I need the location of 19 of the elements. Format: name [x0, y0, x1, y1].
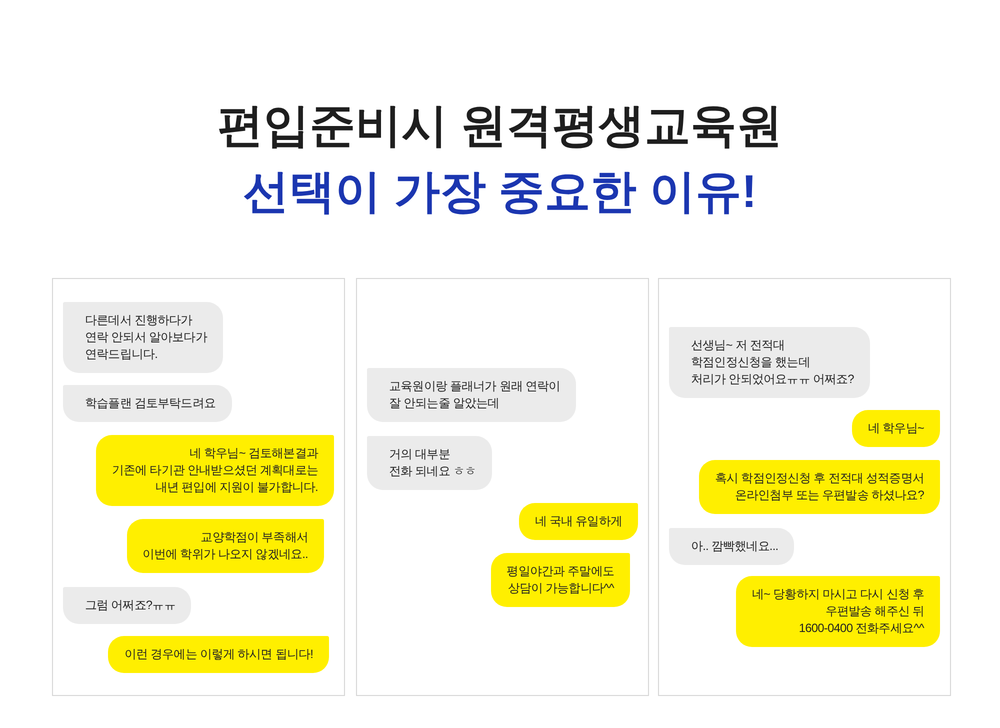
answer-bubble: 네 국내 유일하게 [518, 503, 638, 540]
question-bubble: 아.. 깜빡했네요... [669, 528, 794, 565]
chat-panel [658, 278, 951, 696]
answer-bubble: 네 학우님~ 검토해본결과 기존에 타기관 안내받으셨던 계획대로는 내년 편입에 지원이 불가합니다. [96, 435, 334, 506]
question-bubble: 거의 대부분 전화 되네요 ㅎㅎ [367, 436, 492, 490]
question-bubble: 교육원이랑 플래너가 원래 연락이 잘 안되는줄 알았는데 [367, 368, 576, 422]
answer-bubble: 혹시 학점인정신청 후 전적대 성적증명서 온라인첨부 또는 우편발송 하셨나요? [699, 460, 940, 514]
answer-bubble: 평일야간과 주말에도 상담이 가능합니다^^ [490, 553, 630, 607]
answer-bubble: 이런 경우에는 이렇게 하시면 됩니다! [108, 636, 329, 673]
question-bubble: 학습플랜 검토부탁드려요 [63, 385, 232, 422]
question-bubble: 그럼 어쩌죠?ㅠㅠ [63, 587, 192, 624]
answer-bubble: 네 학우님~ [852, 410, 940, 447]
chat-panel [356, 278, 649, 696]
headline: 편입준비시 원격평생교육원 선택이 가장 중요한 이유! [216, 98, 784, 219]
question-bubble: 선생님~ 저 전적대 학점인정신청을 했는데 처리가 안되었어요ㅠㅠ 어쩌죠? [669, 327, 870, 398]
answer-bubble: 교양학점이 부족해서 이번에 학위가 나오지 않겠네요.. [126, 519, 324, 573]
answer-bubble: 네~ 당황하지 마시고 다시 신청 후 우편발송 해주신 뒤 1600-0400 전화주세요^^ [736, 576, 940, 647]
chat-panel [52, 278, 345, 696]
question-bubble: 다른데서 진행하다가 연락 안되서 알아보다가 연락드립니다. [63, 302, 223, 373]
